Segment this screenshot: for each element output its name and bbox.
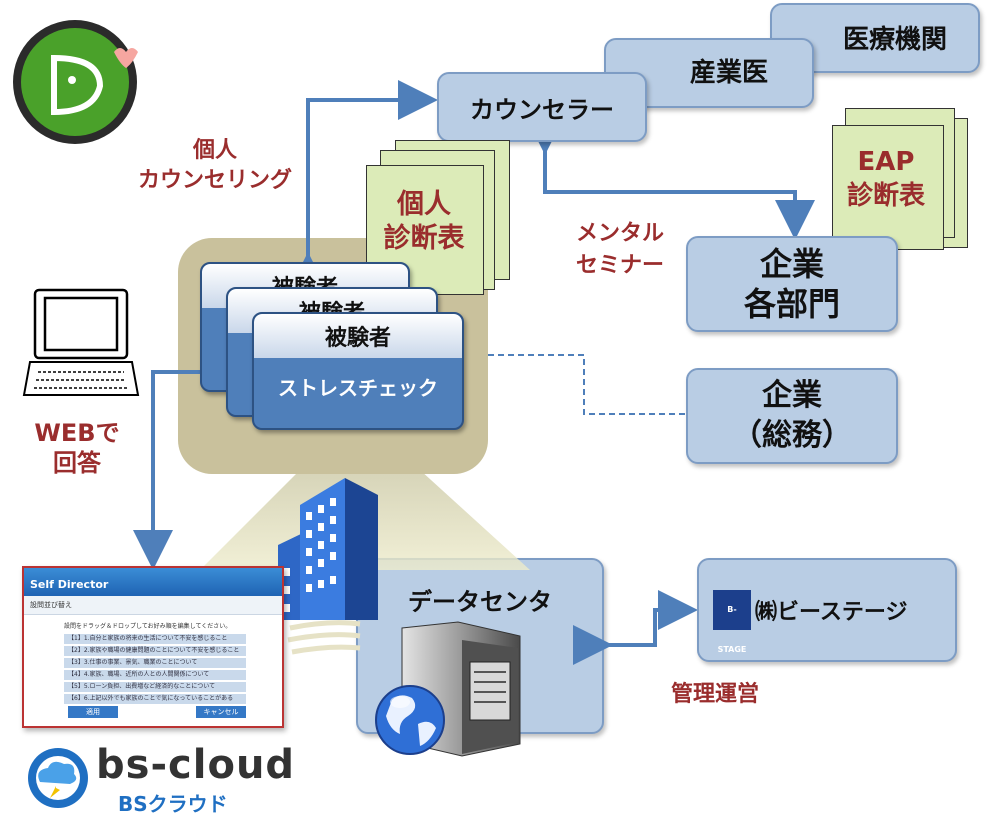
dashed-link bbox=[488, 354, 686, 415]
globe-icon bbox=[375, 685, 445, 755]
bscloud-logo: bs-cloud bbox=[96, 742, 296, 788]
sd-apply-button: 適用 bbox=[68, 706, 118, 718]
sd-list: 【1】1.自分と家族の将来の生活について不安を感じること 【2】2.家族や職場の… bbox=[64, 634, 246, 704]
sd-row: 【6】6.上記以外でも家族のことで気になっていることがある bbox=[64, 694, 246, 704]
sd-row: 【3】3.仕事の事業、景気、職業のことについて bbox=[64, 658, 246, 668]
app-logo-icon bbox=[13, 20, 138, 144]
bscloud-sub-logo: BSクラウド bbox=[118, 792, 228, 816]
sd-cancel-button: キャンセル bbox=[196, 706, 246, 718]
laptop-icon bbox=[22, 288, 140, 396]
sd-row: 【4】4.家族、職場、近所の人との人間関係について bbox=[64, 670, 246, 680]
company-general-affairs-box: 企業 （総務） bbox=[686, 368, 898, 464]
management-label: 管理運営 bbox=[670, 682, 759, 707]
eap-diagnosis-label: EAP 診断表 bbox=[846, 147, 925, 211]
road-arcs bbox=[287, 620, 361, 655]
counseling-arrow bbox=[288, 80, 438, 292]
sd-instruction: 設問をドラッグ＆ドロップしてお好み順を編集してください。 bbox=[64, 623, 232, 630]
sd-section-title: 設問並び替え bbox=[24, 596, 282, 615]
bstage-logo-icon: B-STAGE bbox=[713, 590, 751, 654]
mental-seminar-label: メンタル セミナー bbox=[575, 221, 664, 278]
bstage-box: B-STAGE ㈱ビーステージ bbox=[697, 558, 957, 662]
office-building-icon bbox=[278, 478, 378, 620]
counselor-box: カウンセラー bbox=[437, 72, 647, 142]
sd-header: Self Director bbox=[24, 568, 282, 596]
management-arrow bbox=[573, 590, 698, 665]
seminar-arrow bbox=[525, 115, 815, 240]
web-answer-arrow bbox=[133, 370, 205, 570]
cloud-logo-icon bbox=[28, 748, 88, 808]
web-answer-label: WEBで 回答 bbox=[34, 419, 120, 477]
sd-row: 【2】2.家族や職場の健康問題のことについて不安を感じること bbox=[64, 646, 246, 656]
self-director-screenshot: Self Director 設問並び替え 設問をドラッグ＆ドロップしてお好み順を… bbox=[22, 566, 284, 728]
sd-row: 【1】1.自分と家族の将来の生活について不安を感じること bbox=[64, 634, 246, 644]
subject-card: 被験者 ストレスチェック bbox=[252, 312, 464, 430]
personal-diagnosis-label: 個人 診断表 bbox=[383, 189, 465, 254]
counseling-label: 個人 カウンセリング bbox=[137, 138, 292, 193]
stress-check-label: ストレスチェック bbox=[278, 376, 438, 400]
bstage-label: ㈱ビーステージ bbox=[755, 600, 908, 625]
company-departments-box: 企業 各部門 bbox=[686, 236, 898, 332]
eap-sheet-1 bbox=[832, 125, 944, 250]
subject-card-title: 被験者 bbox=[254, 314, 462, 358]
sd-row: 【5】5.ローン負担、出費増など経済的なことについて bbox=[64, 682, 246, 692]
